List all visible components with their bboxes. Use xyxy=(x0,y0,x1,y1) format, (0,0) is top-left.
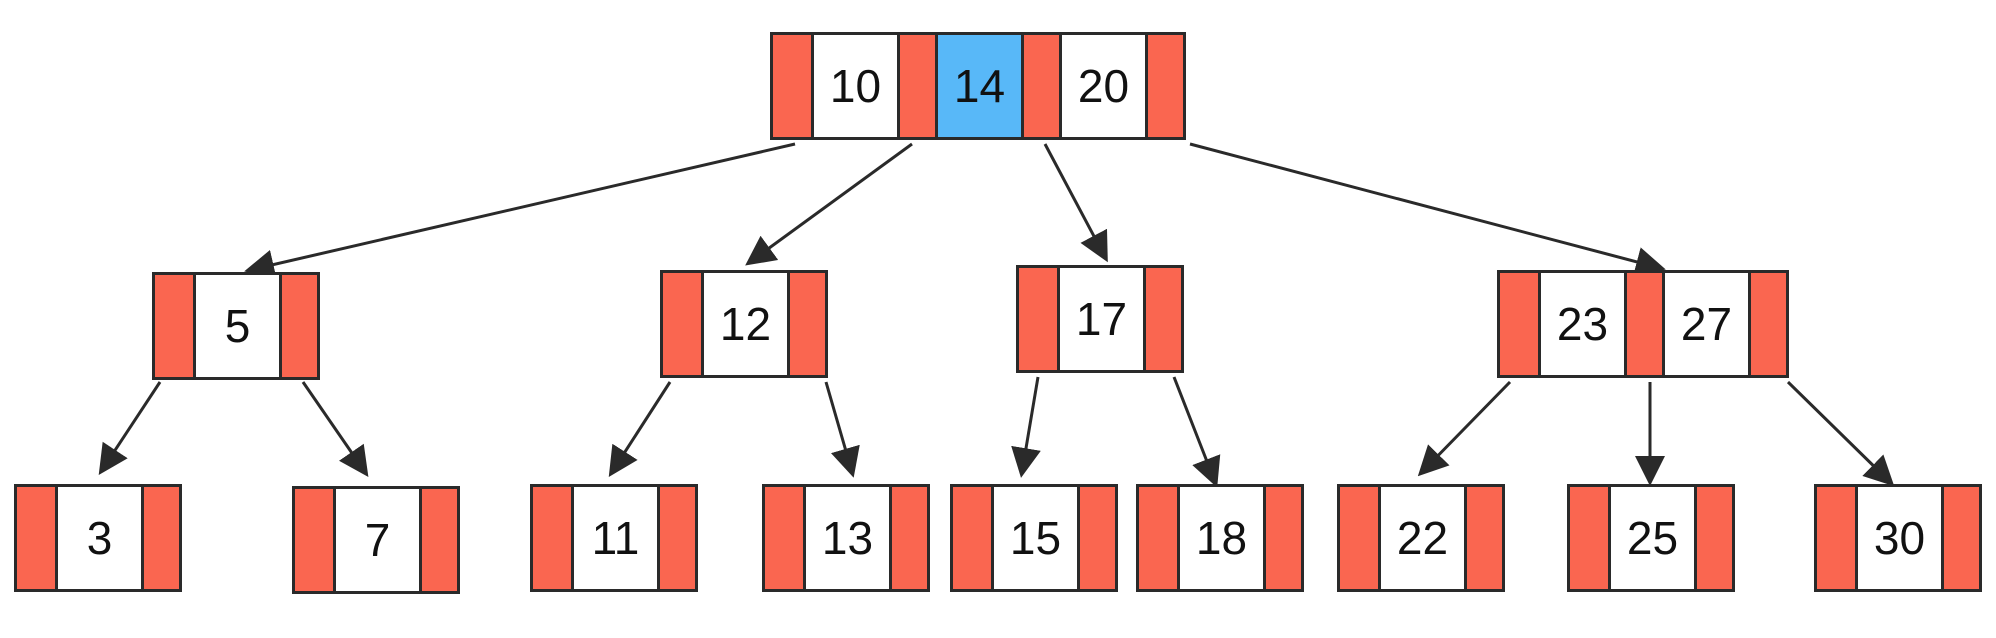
child-pointer xyxy=(953,487,991,589)
node-12: 12 xyxy=(660,270,828,378)
key-3: 3 xyxy=(55,487,141,589)
key-5: 5 xyxy=(193,275,279,377)
node-17: 17 xyxy=(1016,265,1184,373)
child-pointer xyxy=(1624,273,1662,375)
edge-23-27-to-22 xyxy=(1417,380,1512,477)
child-pointer xyxy=(663,273,701,375)
key-12: 12 xyxy=(701,273,787,375)
child-pointer xyxy=(1748,273,1786,375)
child-pointer xyxy=(1941,487,1979,589)
edge-root-to-23-27 xyxy=(1189,142,1666,277)
child-pointer xyxy=(889,487,927,589)
edge-17-to-15 xyxy=(1011,376,1041,478)
child-pointer xyxy=(1694,487,1732,589)
child-pointer xyxy=(533,487,571,589)
leaf-7: 7 xyxy=(292,486,460,594)
key-25: 25 xyxy=(1608,487,1694,589)
key-27: 27 xyxy=(1662,273,1748,375)
edge-root-to-12 xyxy=(745,142,913,266)
child-pointer xyxy=(1145,35,1183,137)
node-5: 5 xyxy=(152,272,320,380)
child-pointer xyxy=(773,35,811,137)
key-11: 11 xyxy=(571,487,657,589)
child-pointer xyxy=(1500,273,1538,375)
node-23-27: 23 27 xyxy=(1497,270,1789,378)
child-pointer xyxy=(295,489,333,591)
child-pointer xyxy=(1019,268,1057,370)
leaf-18: 18 xyxy=(1136,484,1304,592)
child-pointer xyxy=(141,487,179,589)
edge-12-to-13 xyxy=(824,381,860,478)
child-pointer xyxy=(897,35,935,137)
child-pointer xyxy=(765,487,803,589)
key-22: 22 xyxy=(1378,487,1464,589)
child-pointer xyxy=(155,275,193,377)
leaf-15: 15 xyxy=(950,484,1118,592)
child-pointer xyxy=(1464,487,1502,589)
leaf-30: 30 xyxy=(1814,484,1982,592)
leaf-13: 13 xyxy=(762,484,930,592)
child-pointer xyxy=(1077,487,1115,589)
key-15: 15 xyxy=(991,487,1077,589)
child-pointer xyxy=(1143,268,1181,370)
child-pointer xyxy=(657,487,695,589)
edge-5-to-3 xyxy=(98,381,162,476)
key-7: 7 xyxy=(333,489,419,591)
edge-root-to-17 xyxy=(1043,143,1108,263)
key-13: 13 xyxy=(803,487,889,589)
child-pointer xyxy=(1817,487,1855,589)
key-30: 30 xyxy=(1855,487,1941,589)
leaf-11: 11 xyxy=(530,484,698,592)
key-17: 17 xyxy=(1057,268,1143,370)
leaf-22: 22 xyxy=(1337,484,1505,592)
child-pointer xyxy=(1570,487,1608,589)
leaf-3: 3 xyxy=(14,484,182,592)
root-node: 10 14 20 xyxy=(770,32,1186,140)
key-14-highlighted: 14 xyxy=(935,35,1021,137)
child-pointer xyxy=(419,489,457,591)
child-pointer xyxy=(1139,487,1177,589)
child-pointer xyxy=(1021,35,1059,137)
child-pointer xyxy=(1340,487,1378,589)
child-pointer xyxy=(1263,487,1301,589)
child-pointer xyxy=(787,273,825,375)
child-pointer xyxy=(17,487,55,589)
edge-17-to-18 xyxy=(1172,376,1221,488)
key-23: 23 xyxy=(1538,273,1624,375)
key-10: 10 xyxy=(811,35,897,137)
leaf-25: 25 xyxy=(1567,484,1735,592)
key-20: 20 xyxy=(1059,35,1145,137)
child-pointer xyxy=(279,275,317,377)
key-18: 18 xyxy=(1177,487,1263,589)
edge-12-to-11 xyxy=(608,381,672,478)
edge-23-27-to-30 xyxy=(1786,380,1895,487)
edge-root-to-5 xyxy=(244,142,796,280)
edge-5-to-7 xyxy=(301,381,369,477)
